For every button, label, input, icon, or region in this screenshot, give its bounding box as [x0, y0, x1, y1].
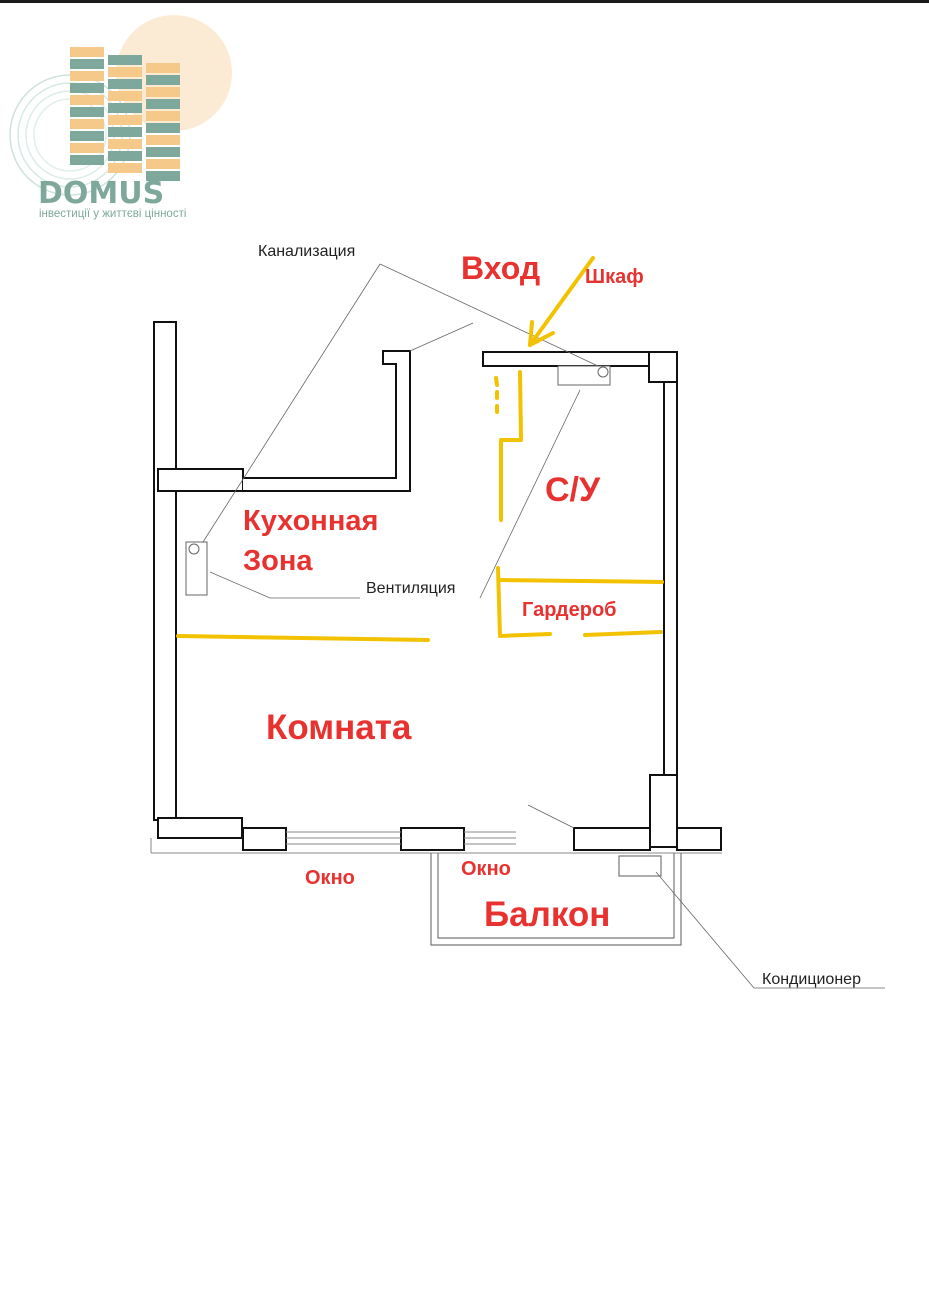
label-entrance: Вход — [461, 250, 541, 286]
label-balcony: Балкон — [484, 895, 611, 934]
label-kitchen-line1: Кухонная — [243, 505, 379, 537]
wall-bottom-left — [157, 817, 243, 839]
wall-right — [663, 381, 678, 777]
annotation-air-conditioner: Кондиционер — [762, 971, 861, 988]
balcony-outline-outer — [430, 853, 682, 946]
top-border — [0, 0, 929, 3]
label-window-balcony: Окно — [461, 858, 511, 880]
label-bathroom: С/У — [545, 471, 601, 509]
wall-kitchen-bump — [243, 350, 411, 492]
label-window-main: Окно — [305, 867, 355, 889]
annotation-sewer: Канализация — [258, 243, 356, 260]
brand-tagline: інвестиції у життєві цінності — [39, 208, 187, 220]
balcony-outline-inner — [437, 853, 675, 939]
ac-unit — [618, 855, 662, 877]
wall-left — [153, 321, 177, 821]
brand-name: DOMUS — [38, 176, 165, 211]
wall-kitchen-top — [157, 468, 244, 492]
wall-bottom-seg1 — [242, 827, 287, 851]
wall-bottom-seg4 — [676, 827, 722, 851]
wall-bottom-seg2 — [400, 827, 465, 851]
column-bottom-right — [649, 774, 678, 848]
annotation-ventilation: Вентиляция — [366, 580, 456, 597]
label-room: Комната — [266, 708, 412, 747]
label-kitchen-line2: Зона — [243, 545, 313, 577]
vent-box-bath — [557, 365, 611, 386]
label-closet: Шкаф — [585, 266, 644, 288]
domus-logo — [9, 15, 232, 196]
column-top-right — [648, 351, 678, 383]
vent-box-kitchen — [185, 541, 208, 596]
wall-bottom-seg3 — [573, 827, 651, 851]
wall-top-right — [482, 351, 650, 367]
label-dressing-room: Гардероб — [522, 599, 617, 621]
